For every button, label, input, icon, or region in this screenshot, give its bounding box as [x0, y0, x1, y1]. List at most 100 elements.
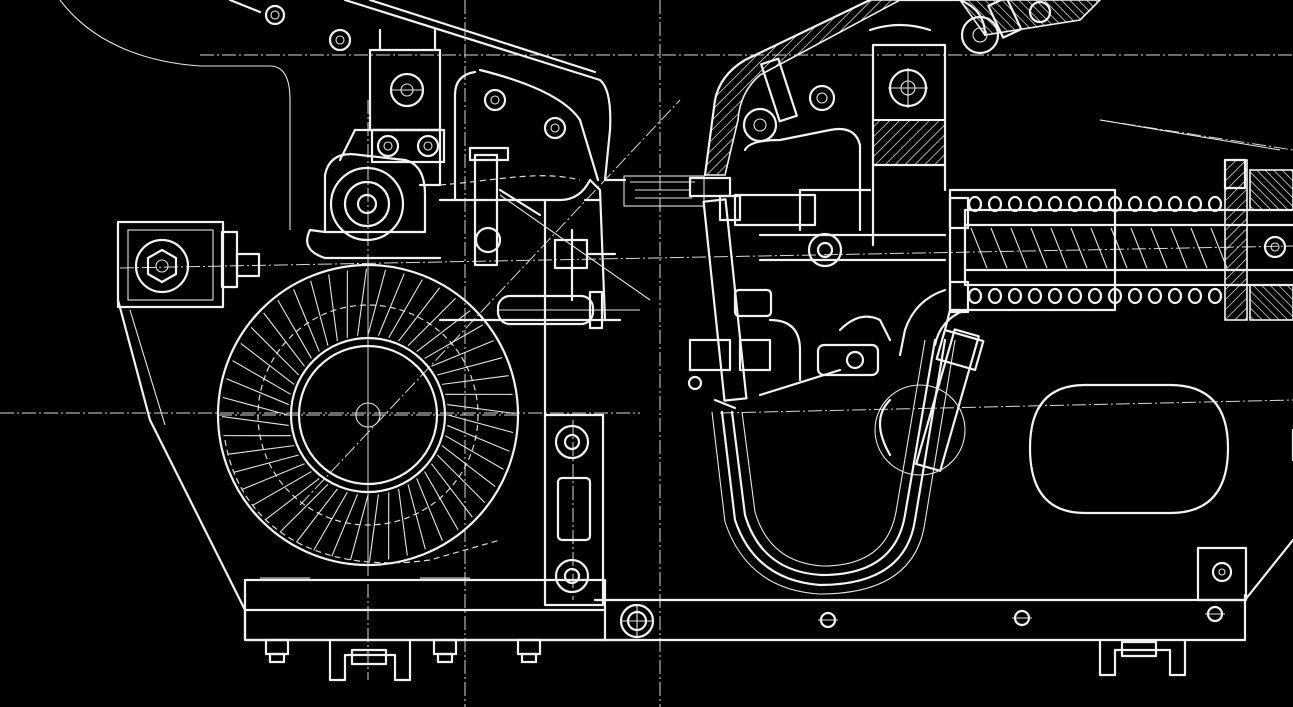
spring-coil-bottom	[1187, 287, 1203, 305]
gear-tooth	[331, 494, 359, 557]
spring-coil-bottom	[1067, 287, 1083, 305]
spring-coil-bottom	[1107, 287, 1123, 305]
gear-tooth	[441, 445, 496, 488]
spring-coil-top	[1027, 195, 1043, 213]
spring-coil-top	[1207, 195, 1223, 213]
gear-tooth	[263, 312, 305, 367]
gear-tooth	[416, 478, 443, 541]
spring-coils	[967, 195, 1228, 305]
spring-coil-top	[1107, 195, 1123, 213]
spring-coil-bottom	[987, 287, 1003, 305]
spring-coil-bottom	[1167, 287, 1183, 305]
right-arm	[688, 0, 1102, 232]
gear-tooth	[232, 360, 292, 395]
gear-tooth	[265, 478, 320, 520]
spring-coil-top	[1007, 195, 1023, 213]
gear-tooth	[222, 396, 289, 416]
u-hose	[711, 288, 985, 595]
spring-coil-diagonal	[1190, 227, 1208, 269]
spring-coil-bottom	[1007, 287, 1023, 305]
spring-coil-diagonal	[1010, 227, 1028, 269]
gear-tooth	[441, 375, 509, 385]
gear-tooth	[398, 488, 408, 556]
main-frame	[116, 298, 1293, 642]
gear-tooth	[280, 483, 329, 533]
right-bearing-block	[758, 43, 947, 268]
left-shaft-bearing	[306, 28, 446, 260]
gear-tooth	[221, 416, 289, 426]
gear-tooth	[407, 297, 456, 347]
upper-housing	[59, 0, 612, 230]
spring-coil-bottom	[1207, 287, 1223, 305]
gear-tooth	[437, 357, 503, 376]
gear-tooth	[431, 340, 494, 367]
spring-coil-diagonal	[970, 227, 988, 269]
middle-linkage	[438, 146, 651, 417]
gear-tooth	[407, 484, 426, 550]
gear-tooth	[277, 299, 312, 359]
gear-tooth	[242, 463, 305, 490]
gear-tooth	[226, 378, 289, 406]
gear-tooth	[293, 289, 320, 352]
gear-tooth	[447, 424, 510, 452]
gear-tooth	[424, 324, 484, 359]
gear-tooth	[313, 491, 348, 551]
spring-coil-top	[1147, 195, 1163, 213]
gear-tooth	[233, 454, 299, 473]
gear-tooth	[377, 273, 405, 336]
gear-tooth	[349, 494, 369, 561]
gear-tooth	[431, 463, 473, 518]
gear-tooth	[367, 269, 387, 336]
spring-coil-diagonal	[1170, 227, 1188, 269]
gear-tooth	[398, 287, 441, 342]
gear-tooth	[447, 404, 515, 414]
spring-coil-top	[1087, 195, 1103, 213]
spring-coil-bottom	[1147, 287, 1163, 305]
spring-coil-top	[1127, 195, 1143, 213]
gear-tooth	[444, 435, 504, 470]
spring-coil-diagonal	[1030, 227, 1048, 269]
callout-plate	[623, 175, 705, 207]
spring-assembly	[943, 158, 1293, 332]
spring-coil-diagonal	[1050, 227, 1068, 269]
spring-coil-top	[1187, 195, 1203, 213]
gear-teeth	[221, 268, 515, 562]
spring-coil-bottom	[1047, 287, 1063, 305]
spring-coil-diagonal	[1150, 227, 1168, 269]
gear-tooth	[447, 414, 514, 434]
base-feet	[260, 577, 1187, 682]
gear-tooth	[240, 342, 295, 385]
gear-tooth	[250, 327, 300, 376]
spring-coil-bottom	[1027, 287, 1043, 305]
spring-coil-top	[1067, 195, 1083, 213]
gear-tooth	[436, 454, 486, 503]
bevel-gear	[216, 263, 520, 567]
spring-coil-diagonal	[1110, 227, 1128, 269]
spring-coil-diagonal	[1090, 227, 1108, 269]
spring-coil-diagonal	[1070, 227, 1088, 269]
left-bracket	[116, 220, 261, 309]
gear-tooth	[227, 445, 295, 455]
spring-coil-bottom	[1087, 287, 1103, 305]
spring-coil-diagonal	[990, 227, 1008, 269]
gear-tooth	[295, 488, 338, 543]
spring-coil-bottom	[967, 287, 983, 305]
connecting-rod	[687, 193, 892, 410]
gear-tooth	[357, 268, 367, 336]
gear-tooth	[424, 471, 459, 531]
gear-tooth	[369, 494, 379, 562]
spring-coil-diagonal	[1130, 227, 1148, 269]
spring-coil-top	[1047, 195, 1063, 213]
gear-tooth	[310, 280, 329, 346]
gear-tooth	[416, 310, 471, 352]
spring-coil-top	[987, 195, 1003, 213]
gear-tooth	[328, 274, 338, 342]
gear-tooth	[252, 471, 312, 506]
gear-tooth	[388, 279, 423, 339]
spring-coil-bottom	[1127, 287, 1143, 305]
oval-cutout	[1028, 119, 1293, 515]
spring-coil-top	[1167, 195, 1183, 213]
